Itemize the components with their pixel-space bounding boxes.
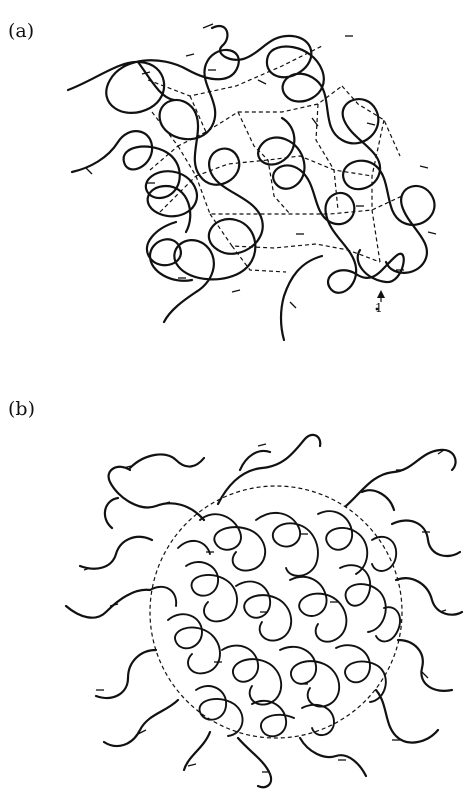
panel-a-crosslinks — [148, 46, 402, 272]
panel-a-marker-arrow — [377, 290, 385, 298]
panel-b-dangling-chains — [66, 435, 462, 787]
panel-a-marker-label: 1 — [375, 301, 383, 315]
panel-b-collapsed-globule — [66, 435, 462, 787]
panel-a-charge-marks — [86, 24, 436, 308]
panel-b-interior — [150, 511, 400, 736]
panel-a-chain-upper-right — [212, 26, 435, 273]
panel-a-chain-tail — [281, 256, 322, 340]
panel-a-expanded-chain — [68, 24, 436, 340]
